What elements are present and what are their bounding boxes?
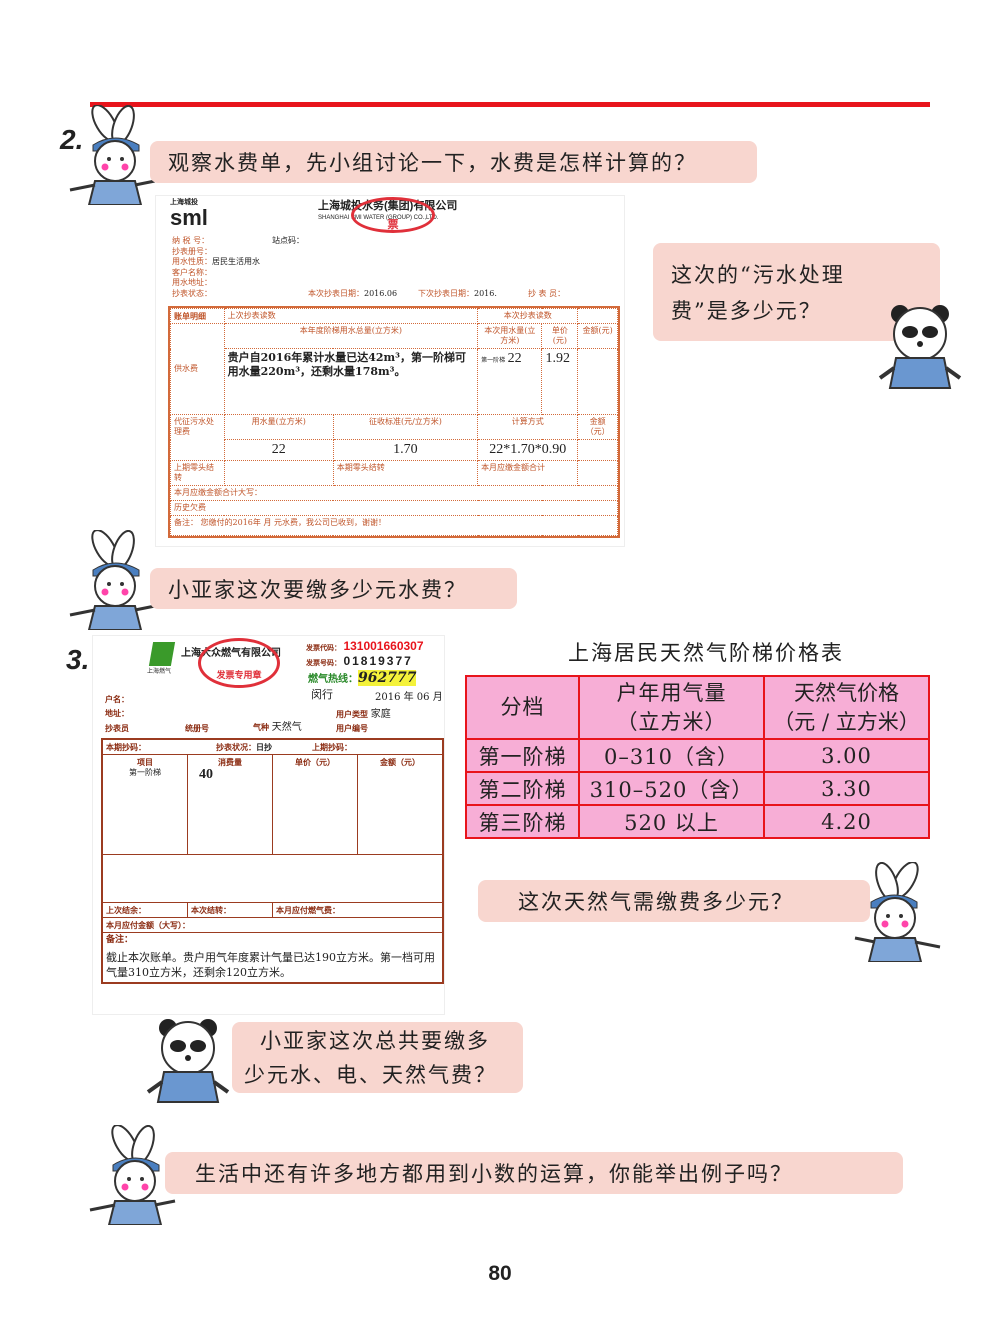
district: 闵行	[311, 688, 333, 701]
rabbit-character-icon	[853, 862, 942, 962]
water-bill: 上海城投 sml 上海城投水务(集团)有限公司 SHANGHAI SMI WAT…	[155, 195, 625, 547]
section-number: 3.	[66, 644, 90, 675]
sewage-question-bubble: 这次的“污水处理费”是多少元？	[653, 243, 940, 341]
table-header-row: 分档户年用气量（立方米）天然气价格（元 / 立方米）	[465, 675, 930, 740]
water-logo-cn: 上海城投	[170, 197, 198, 206]
decimal-examples-question-bubble: 生活中还有许多地方都用到小数的运算，你能举出例子吗？	[165, 1152, 903, 1194]
name-label: 户名：	[105, 694, 129, 704]
tax-number-label: 纳 税 号：	[172, 236, 210, 245]
water-fields: 纳 税 号：抄表册号： 用水性质：居民生活用水 客户名称：用水地址：抄表状态：	[172, 236, 260, 299]
meter-book-label: 抄表册号：	[172, 246, 212, 256]
panda-character-icon	[146, 1017, 230, 1104]
gas-bill: 上海燃气 上海大众燃气有限公司 发票专用章 发票代码： 131001660307…	[92, 635, 445, 1015]
reader-label: 抄表员	[105, 723, 129, 733]
rabbit-character-icon	[68, 105, 157, 205]
invoice-stamp: 票	[351, 197, 435, 233]
panda-character-icon	[878, 303, 962, 390]
customer-name-label: 客户名称：	[172, 267, 212, 277]
section-rule	[90, 102, 930, 107]
rabbit-character-icon	[68, 530, 157, 630]
invoice-stamp: 发票专用章	[198, 638, 280, 688]
price-table-title: 上海居民天然气阶梯价格表	[568, 641, 844, 665]
gas-logo-icon	[148, 642, 176, 666]
invoice-number: 发票号码： 01819377	[306, 654, 413, 668]
reader-label: 抄 表 员：	[528, 289, 566, 298]
address-label: 地址：	[105, 708, 129, 718]
invoice-code: 发票代码： 131001660307	[306, 639, 424, 653]
book-label: 统册号	[185, 723, 209, 733]
bill-date: 2016 年 06 月	[375, 692, 443, 703]
user-type: 用户类型 家庭	[336, 709, 391, 720]
page-number: 80	[488, 1262, 512, 1285]
water-address-label: 用水地址：	[172, 278, 212, 287]
total-fee-question-bubble: 小亚家这次总共要缴多少元水、电、天然气费？	[232, 1022, 523, 1093]
gas-fee-question-bubble: 这次天然气需缴费多少元？	[478, 880, 870, 922]
next-read-date: 下次抄表日期：2016.	[418, 289, 497, 298]
station-code-label: 站点码：	[272, 236, 304, 245]
prompt-bubble: 观察水费单，先小组讨论一下，水费是怎样计算的？	[150, 141, 757, 183]
gas-logo-cn: 上海燃气	[147, 668, 172, 675]
section-number: 2.	[60, 124, 84, 155]
water-logo: sml	[170, 205, 208, 230]
water-fee-question-bubble: 小亚家这次要缴多少元水费？	[150, 568, 517, 609]
water-type-field: 用水性质：居民生活用水	[172, 257, 260, 266]
gas-type: 气种 天然气	[253, 722, 302, 733]
read-date: 本次抄表日期：2016.06	[308, 289, 398, 298]
gas-hotline: 燃气热线：962777	[308, 670, 417, 686]
meter-status-label: 抄表状态：	[172, 288, 212, 298]
user-number-label: 用户编号	[336, 723, 368, 733]
water-bill-table: 账单明细上次抄表读数本次抄表读数 供水费本年度阶梯用水总量(立方米)本次用水量(…	[168, 306, 620, 538]
